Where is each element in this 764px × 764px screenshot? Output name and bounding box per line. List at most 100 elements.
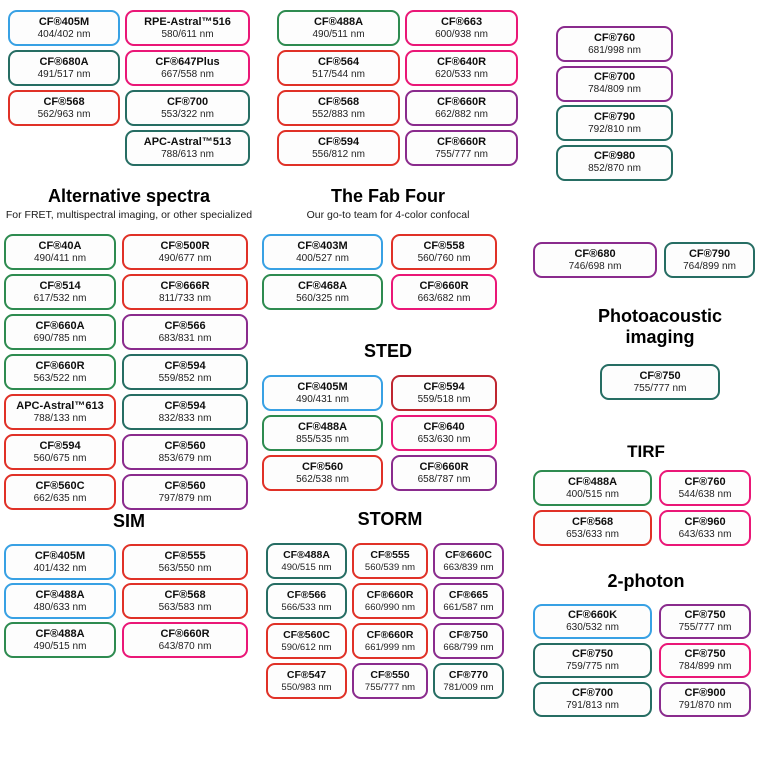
dye-name: CF®640R: [436, 55, 487, 68]
dye-ex-em-value: 480/633 nm: [33, 601, 87, 613]
dye-ex-em-value: 490/511 nm: [312, 28, 365, 40]
dye-name: CF®555: [370, 548, 410, 561]
section-title: TIRF: [627, 442, 665, 461]
dye-name: CF®40A: [38, 239, 82, 252]
dye-name: CF®488A: [297, 420, 348, 433]
dye-ex-em-value: 560/760 nm: [417, 252, 471, 264]
dye-ex-em-value: 563/550 nm: [158, 562, 212, 574]
dye-name: CF®680A: [39, 55, 89, 68]
dye-name: CF®488A: [35, 588, 85, 601]
dye-name: CF®488A: [567, 475, 618, 488]
dye-ex-em-value: 562/963 nm: [37, 108, 91, 120]
dye-ex-em-value: 517/544 nm: [312, 68, 365, 80]
dye-ex-em-value: 560/539 nm: [364, 561, 416, 573]
dye-ex-em-value: 401/432 nm: [33, 562, 87, 574]
dye-name: CF®555: [164, 549, 206, 562]
dye-name: CF®790: [688, 247, 731, 260]
dye-ex-em-value: 791/870 nm: [678, 700, 732, 711]
dye-ex-em-value: 788/133 nm: [33, 412, 87, 424]
dye-ex-em-value: 630/532 nm: [566, 622, 619, 633]
dye-name: CF®405M: [297, 380, 348, 393]
dye-name: CF®750: [684, 609, 726, 621]
dye-name: CF®500R: [160, 239, 210, 252]
dye-name: CF®660R: [35, 359, 85, 372]
dye-ex-em-value: 681/998 nm: [588, 44, 641, 56]
dye-name: CF®568: [317, 95, 360, 108]
dye-name: CF®666R: [160, 279, 210, 292]
dye-name: CF®560: [164, 439, 206, 452]
dye-name: APC-Astral™513: [143, 135, 232, 148]
dye-name: CF®700: [571, 687, 614, 699]
dye-ex-em-value: 797/879 nm: [158, 492, 212, 504]
dye-ex-em-value: 400/515 nm: [566, 488, 619, 500]
dye-ex-em-value: 590/612 nm: [281, 641, 332, 653]
dye-ex-em-value: 556/812 nm: [312, 148, 365, 160]
dye-ex-em-value: 811/733 nm: [158, 292, 212, 304]
dye-name: CF®680: [574, 247, 616, 260]
dye-name: CF®980: [593, 150, 636, 162]
section-title: Alternative spectra: [47, 186, 211, 206]
dye-ex-em-value: 566/533 nm: [281, 601, 332, 613]
dye-ex-em-value: 788/613 nm: [161, 148, 214, 160]
dye-ex-em-value: 855/535 nm: [296, 433, 349, 445]
dye-ex-em-value: 550/983 nm: [281, 681, 332, 693]
dye-name: RPE-Astral™516: [144, 15, 231, 28]
section-fab-four: The Fab Four Our go-to team for 4-color …: [262, 186, 514, 310]
dye-name: CF®468A: [297, 279, 348, 292]
section-subtitle: Our go-to team for 4-color confocal: [306, 209, 470, 221]
dye-name: CF®514: [39, 279, 81, 292]
dye-ex-em-value: 400/527 nm: [296, 252, 349, 264]
dye-name: CF®700: [166, 95, 209, 108]
dye-ex-em-value: 791/813 nm: [566, 700, 619, 711]
dye-ex-em-value: 600/938 nm: [435, 28, 488, 40]
section-title: SIM: [112, 511, 145, 531]
dye-name: CF®660R: [366, 588, 414, 601]
dye-name: CF®750: [571, 648, 614, 660]
dye-name: CF®568: [571, 515, 614, 528]
dye-name: CF®750: [448, 628, 489, 641]
dye-name: CF®568: [43, 95, 85, 108]
dye-ex-em-value: 490/411 nm: [33, 252, 87, 264]
dye-name: CF®594: [39, 439, 81, 452]
dye-ex-em-value: 764/899 nm: [683, 260, 736, 272]
section-title: Photoacoustic imaging: [597, 306, 722, 347]
dye-ex-em-value: 491/517 nm: [37, 68, 91, 80]
dye-ex-em-value: 792/810 nm: [588, 123, 641, 135]
dye-name: CF®960: [684, 515, 726, 528]
